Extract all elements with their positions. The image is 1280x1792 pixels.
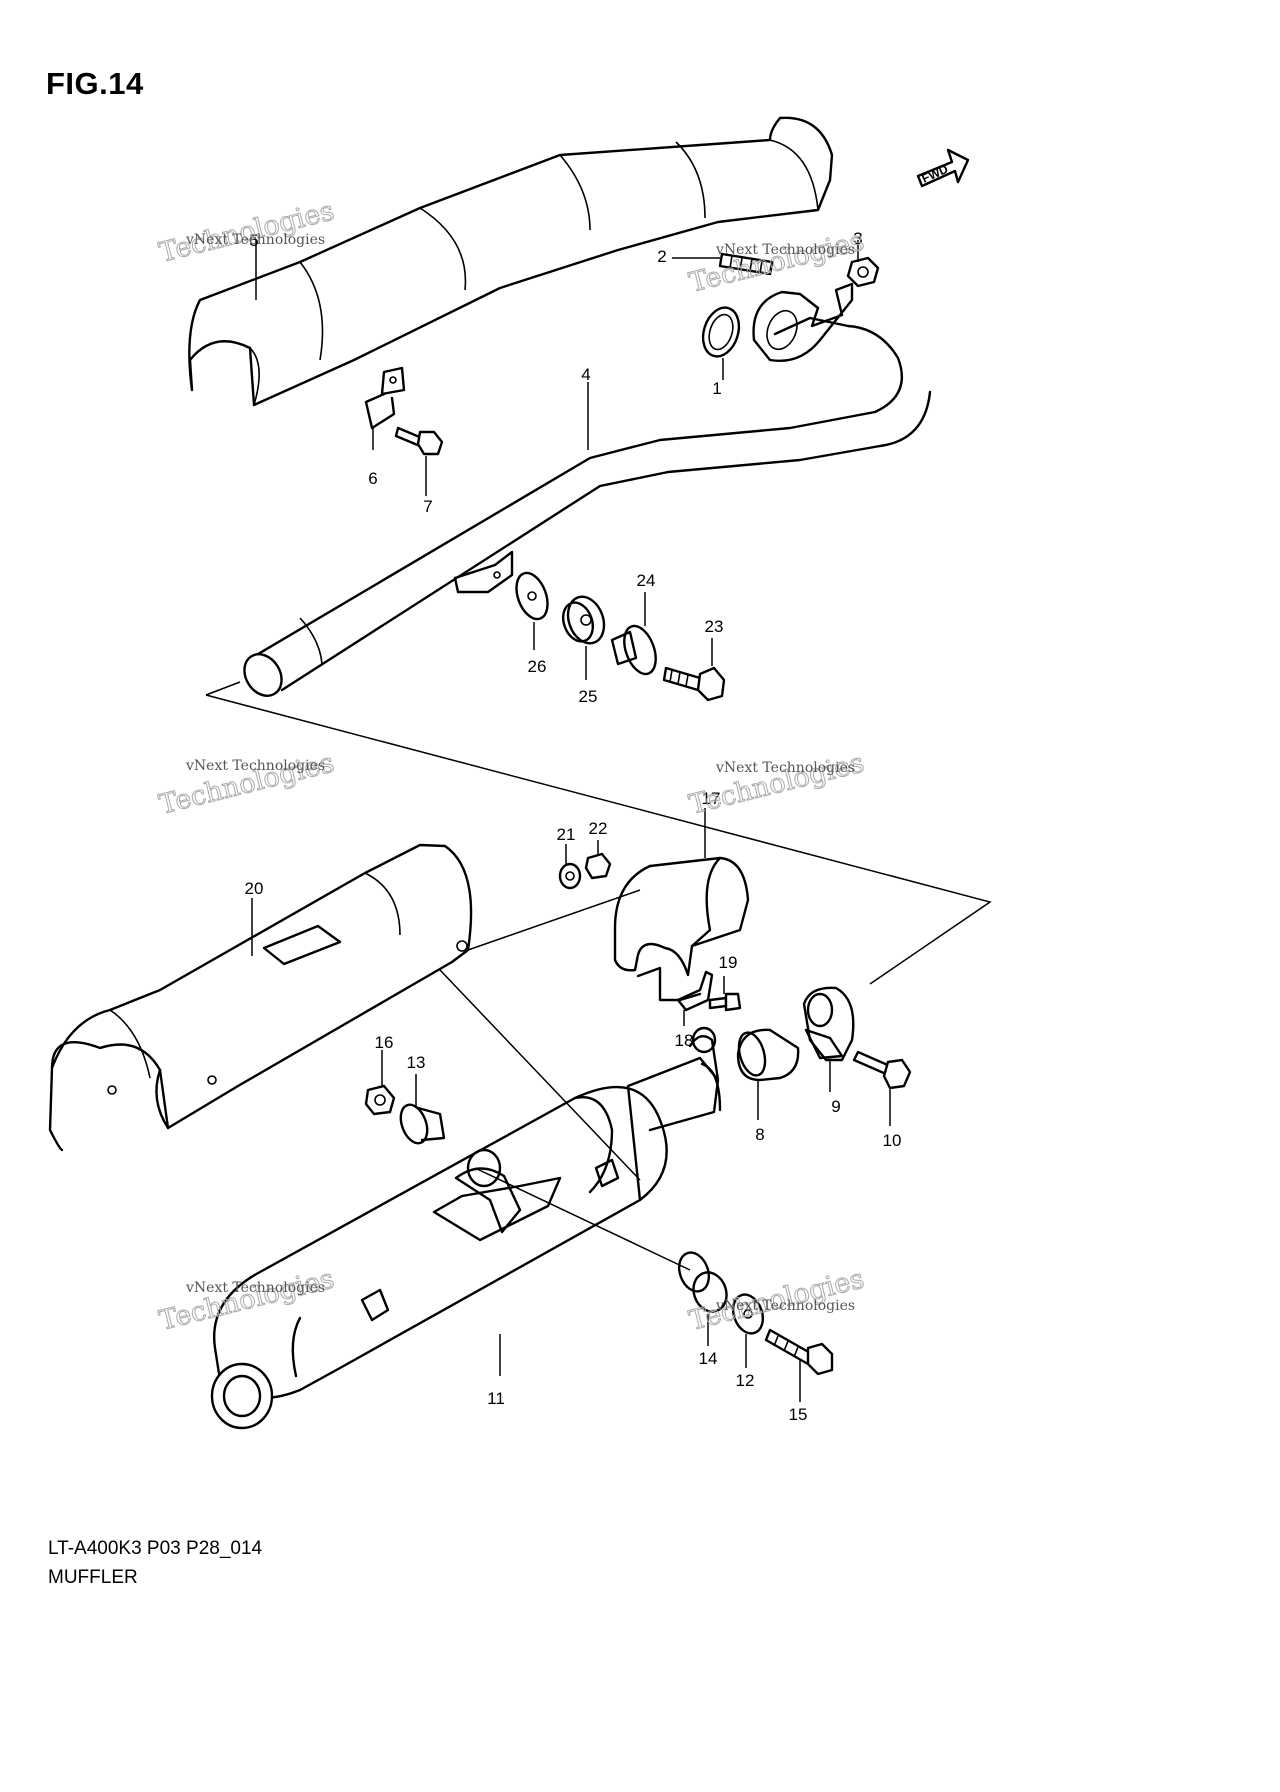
model-code: LT-A400K3 P03 P28_014	[48, 1538, 263, 1559]
callout-numbers: 1 2 3 4 5 6 7 8 9 10 11 12 13 14 15 16 1…	[245, 229, 902, 1424]
leader-lines	[251, 240, 891, 1402]
callout-23: 23	[705, 617, 724, 636]
muffler-nut	[364, 1084, 396, 1116]
muffler-body	[210, 1026, 722, 1430]
watermark-small: vNext Technologies	[715, 1298, 855, 1314]
figure-title: FIG.14	[46, 66, 144, 101]
exhaust-pipe	[243, 316, 932, 697]
callout-14: 14	[699, 1349, 718, 1368]
assembly-boundary-line	[205, 681, 992, 985]
stud-bolt	[718, 252, 774, 276]
watermark: Technologies vNext Technologies Technolo…	[156, 195, 868, 1337]
callout-11: 11	[487, 1389, 505, 1408]
watermark-small: vNext Technologies	[185, 758, 325, 774]
callout-26: 26	[528, 657, 547, 676]
shield-nut	[584, 852, 612, 880]
watermark-large: Technologies	[686, 747, 867, 820]
section-name: MUFFLER	[48, 1567, 138, 1588]
fwd-arrow-icon: FWD	[916, 148, 970, 188]
lower-heat-shield	[48, 843, 473, 1152]
clamp-cover	[613, 856, 750, 1002]
callout-15: 15	[789, 1405, 808, 1424]
shield-bracket	[364, 366, 406, 430]
callout-20: 20	[245, 879, 264, 898]
callout-1: 1	[712, 379, 721, 398]
callout-19: 19	[719, 953, 738, 972]
watermark-small: vNext Technologies	[715, 760, 855, 776]
callout-7: 7	[423, 497, 432, 516]
mount-washer	[515, 571, 549, 621]
mount-grommet	[561, 595, 606, 645]
clamp-bolt	[852, 1050, 912, 1090]
watermark-large: Technologies	[156, 1263, 337, 1336]
muffler-collar	[399, 1103, 446, 1145]
alignment-line	[439, 889, 691, 1271]
shield-collar	[558, 862, 582, 890]
callout-18: 18	[675, 1031, 694, 1050]
callout-10: 10	[883, 1131, 902, 1150]
callout-8: 8	[755, 1125, 764, 1144]
callout-9: 9	[831, 1097, 840, 1116]
watermark-small: vNext Technologies	[715, 242, 855, 258]
callout-22: 22	[589, 819, 608, 838]
callout-5: 5	[249, 231, 258, 250]
muffler-grommet	[677, 1251, 728, 1313]
clamp-cover-screw	[708, 992, 742, 1012]
watermark-small: vNext Technologies	[185, 232, 325, 248]
callout-13: 13	[407, 1053, 426, 1072]
callout-24: 24	[637, 571, 656, 590]
muffler-clamp	[802, 986, 855, 1062]
callout-3: 3	[853, 229, 862, 248]
callout-21: 21	[557, 825, 576, 844]
fwd-label: FWD	[920, 162, 951, 186]
mount-bolt	[662, 666, 726, 702]
muffler-washer	[731, 1293, 765, 1335]
exhaust-flange	[752, 282, 854, 362]
muffler-bolt	[764, 1328, 834, 1376]
callout-12: 12	[736, 1371, 755, 1390]
joint-sleeve	[736, 1028, 800, 1082]
mount-collar	[610, 624, 657, 676]
flange-nut	[846, 256, 880, 288]
exhaust-gasket	[701, 306, 741, 358]
watermark-small: vNext Technologies	[185, 1280, 325, 1296]
shield-bolt	[394, 426, 444, 456]
clamp-bracket	[676, 970, 714, 1012]
callout-2: 2	[657, 247, 666, 266]
callout-4: 4	[581, 365, 590, 384]
callout-16: 16	[375, 1033, 394, 1052]
callout-6: 6	[368, 469, 377, 488]
upper-heat-shield	[188, 116, 834, 407]
callout-25: 25	[579, 687, 598, 706]
callout-17: 17	[702, 789, 721, 808]
